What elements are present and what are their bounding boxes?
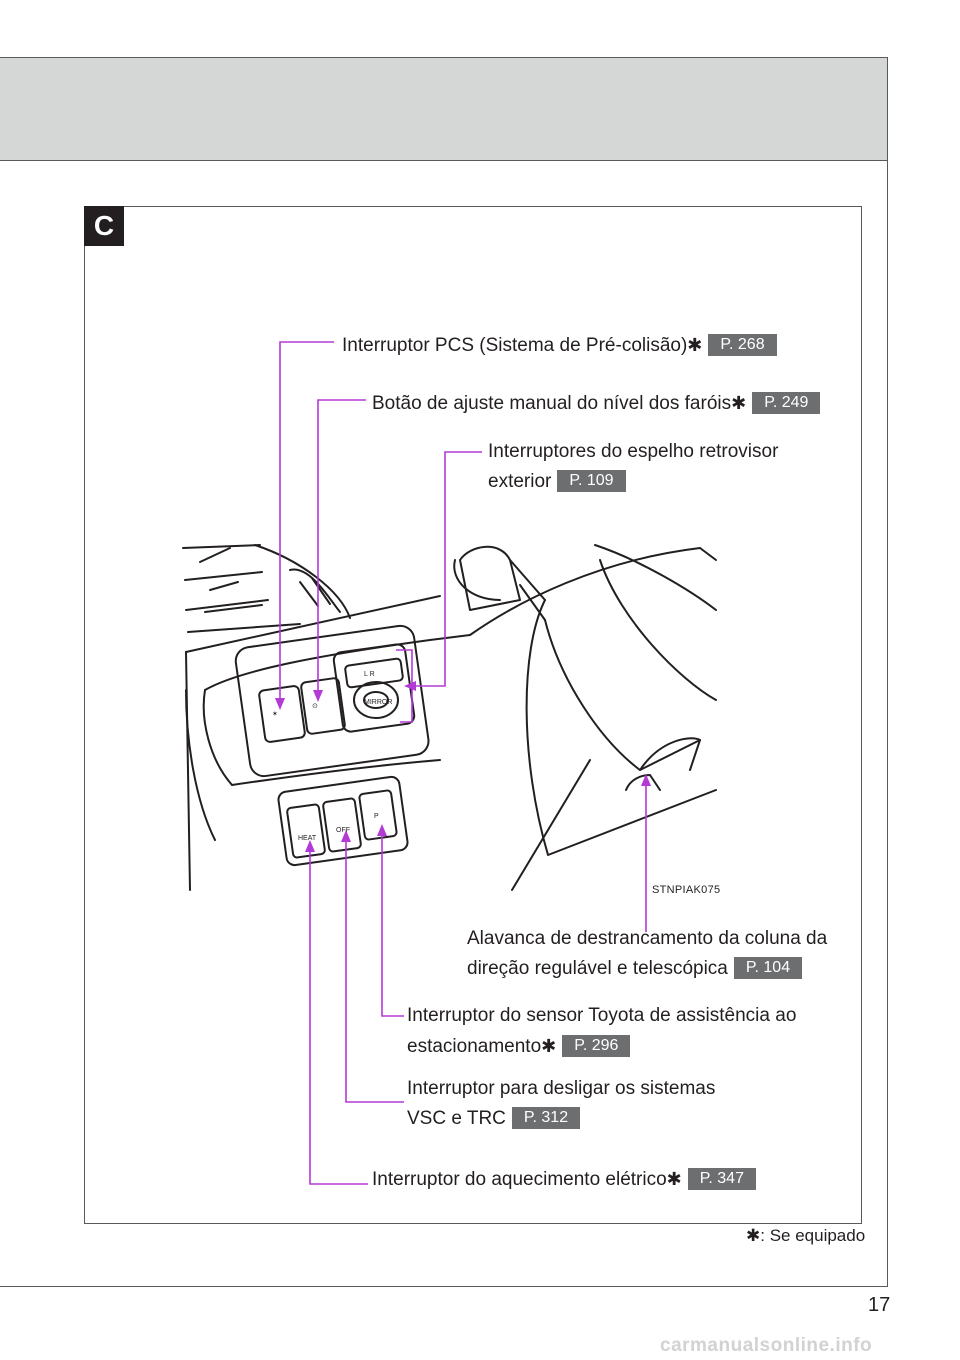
callout-text-line2: direção regulável e telescópica bbox=[467, 958, 728, 979]
page-ref-badge[interactable]: P. 268 bbox=[708, 334, 777, 356]
svg-text:✶: ✶ bbox=[272, 710, 278, 718]
callout-tilt-lever: Alavanca de destrancamento da coluna da … bbox=[467, 924, 827, 984]
footnote: ✱: Se equipado bbox=[746, 1226, 865, 1246]
page-ref-badge[interactable]: P. 249 bbox=[752, 392, 821, 414]
equipped-star-icon: ✱ bbox=[666, 1169, 682, 1189]
illustration-code: STNPIAK075 bbox=[652, 884, 721, 896]
svg-text:L R: L R bbox=[364, 671, 375, 678]
callout-headlight-level: Botão de ajuste manual do nível dos faró… bbox=[372, 388, 821, 419]
callout-heater: Interruptor do aquecimento elétrico✱P. 3… bbox=[372, 1164, 756, 1195]
equipped-star-icon: ✱ bbox=[746, 1226, 761, 1245]
callout-mirror: Interruptores do espelho retrovisor exte… bbox=[488, 437, 778, 497]
callout-text-line2: exterior bbox=[488, 471, 552, 492]
callout-pcs: Interruptor PCS (Sistema de Pré-colisão)… bbox=[342, 330, 777, 361]
leader-heater bbox=[309, 852, 368, 1185]
footnote-text: : Se equipado bbox=[760, 1226, 866, 1245]
callout-text-line2: estacionamento bbox=[407, 1036, 542, 1057]
header-band bbox=[0, 57, 888, 161]
callout-text: Botão de ajuste manual do nível dos faró… bbox=[372, 393, 732, 414]
page-ref-badge[interactable]: P. 109 bbox=[557, 470, 626, 492]
svg-text:HEAT: HEAT bbox=[298, 835, 317, 842]
section-box bbox=[84, 206, 862, 1224]
callout-text: Interruptor do sensor Toyota de assistên… bbox=[407, 1005, 797, 1026]
callout-parking-sensor: Interruptor do sensor Toyota de assistên… bbox=[407, 1001, 796, 1062]
callout-text: Interruptor do aquecimento elétrico bbox=[372, 1169, 667, 1190]
page-ref-badge[interactable]: P. 296 bbox=[562, 1035, 631, 1057]
leader-pcs bbox=[279, 341, 334, 698]
leader-mirror bbox=[416, 451, 482, 687]
section-badge: C bbox=[84, 206, 124, 246]
page-ref-badge[interactable]: P. 347 bbox=[687, 1168, 756, 1190]
equipped-star-icon: ✱ bbox=[541, 1036, 557, 1056]
page-ref-badge[interactable]: P. 104 bbox=[733, 957, 803, 979]
svg-text:OFF: OFF bbox=[336, 827, 350, 834]
callout-text-line2: VSC e TRC bbox=[407, 1108, 506, 1129]
leader-parking bbox=[381, 836, 404, 1017]
svg-text:P: P bbox=[374, 813, 379, 820]
leader-headlight bbox=[317, 399, 366, 690]
watermark: carmanualsonline.info bbox=[660, 1335, 873, 1356]
callout-text: Alavanca de destrancamento da coluna da bbox=[467, 928, 828, 949]
callout-text: Interruptores do espelho retrovisor bbox=[488, 441, 779, 462]
page-frame bbox=[0, 57, 888, 1287]
equipped-star-icon: ✱ bbox=[731, 393, 747, 413]
page-ref-badge[interactable]: P. 312 bbox=[511, 1107, 581, 1129]
equipped-star-icon: ✱ bbox=[687, 335, 703, 355]
page-number: 17 bbox=[868, 1294, 891, 1316]
callout-text: Interruptor PCS (Sistema de Pré-colisão) bbox=[342, 335, 688, 356]
callout-vsc-off: Interruptor para desligar os sistemas VS… bbox=[407, 1074, 715, 1134]
svg-text:MIRROR: MIRROR bbox=[364, 699, 392, 706]
leader-vsc bbox=[345, 842, 404, 1103]
svg-text:⊙: ⊙ bbox=[312, 703, 318, 710]
callout-text: Interruptor para desligar os sistemas bbox=[407, 1078, 716, 1099]
